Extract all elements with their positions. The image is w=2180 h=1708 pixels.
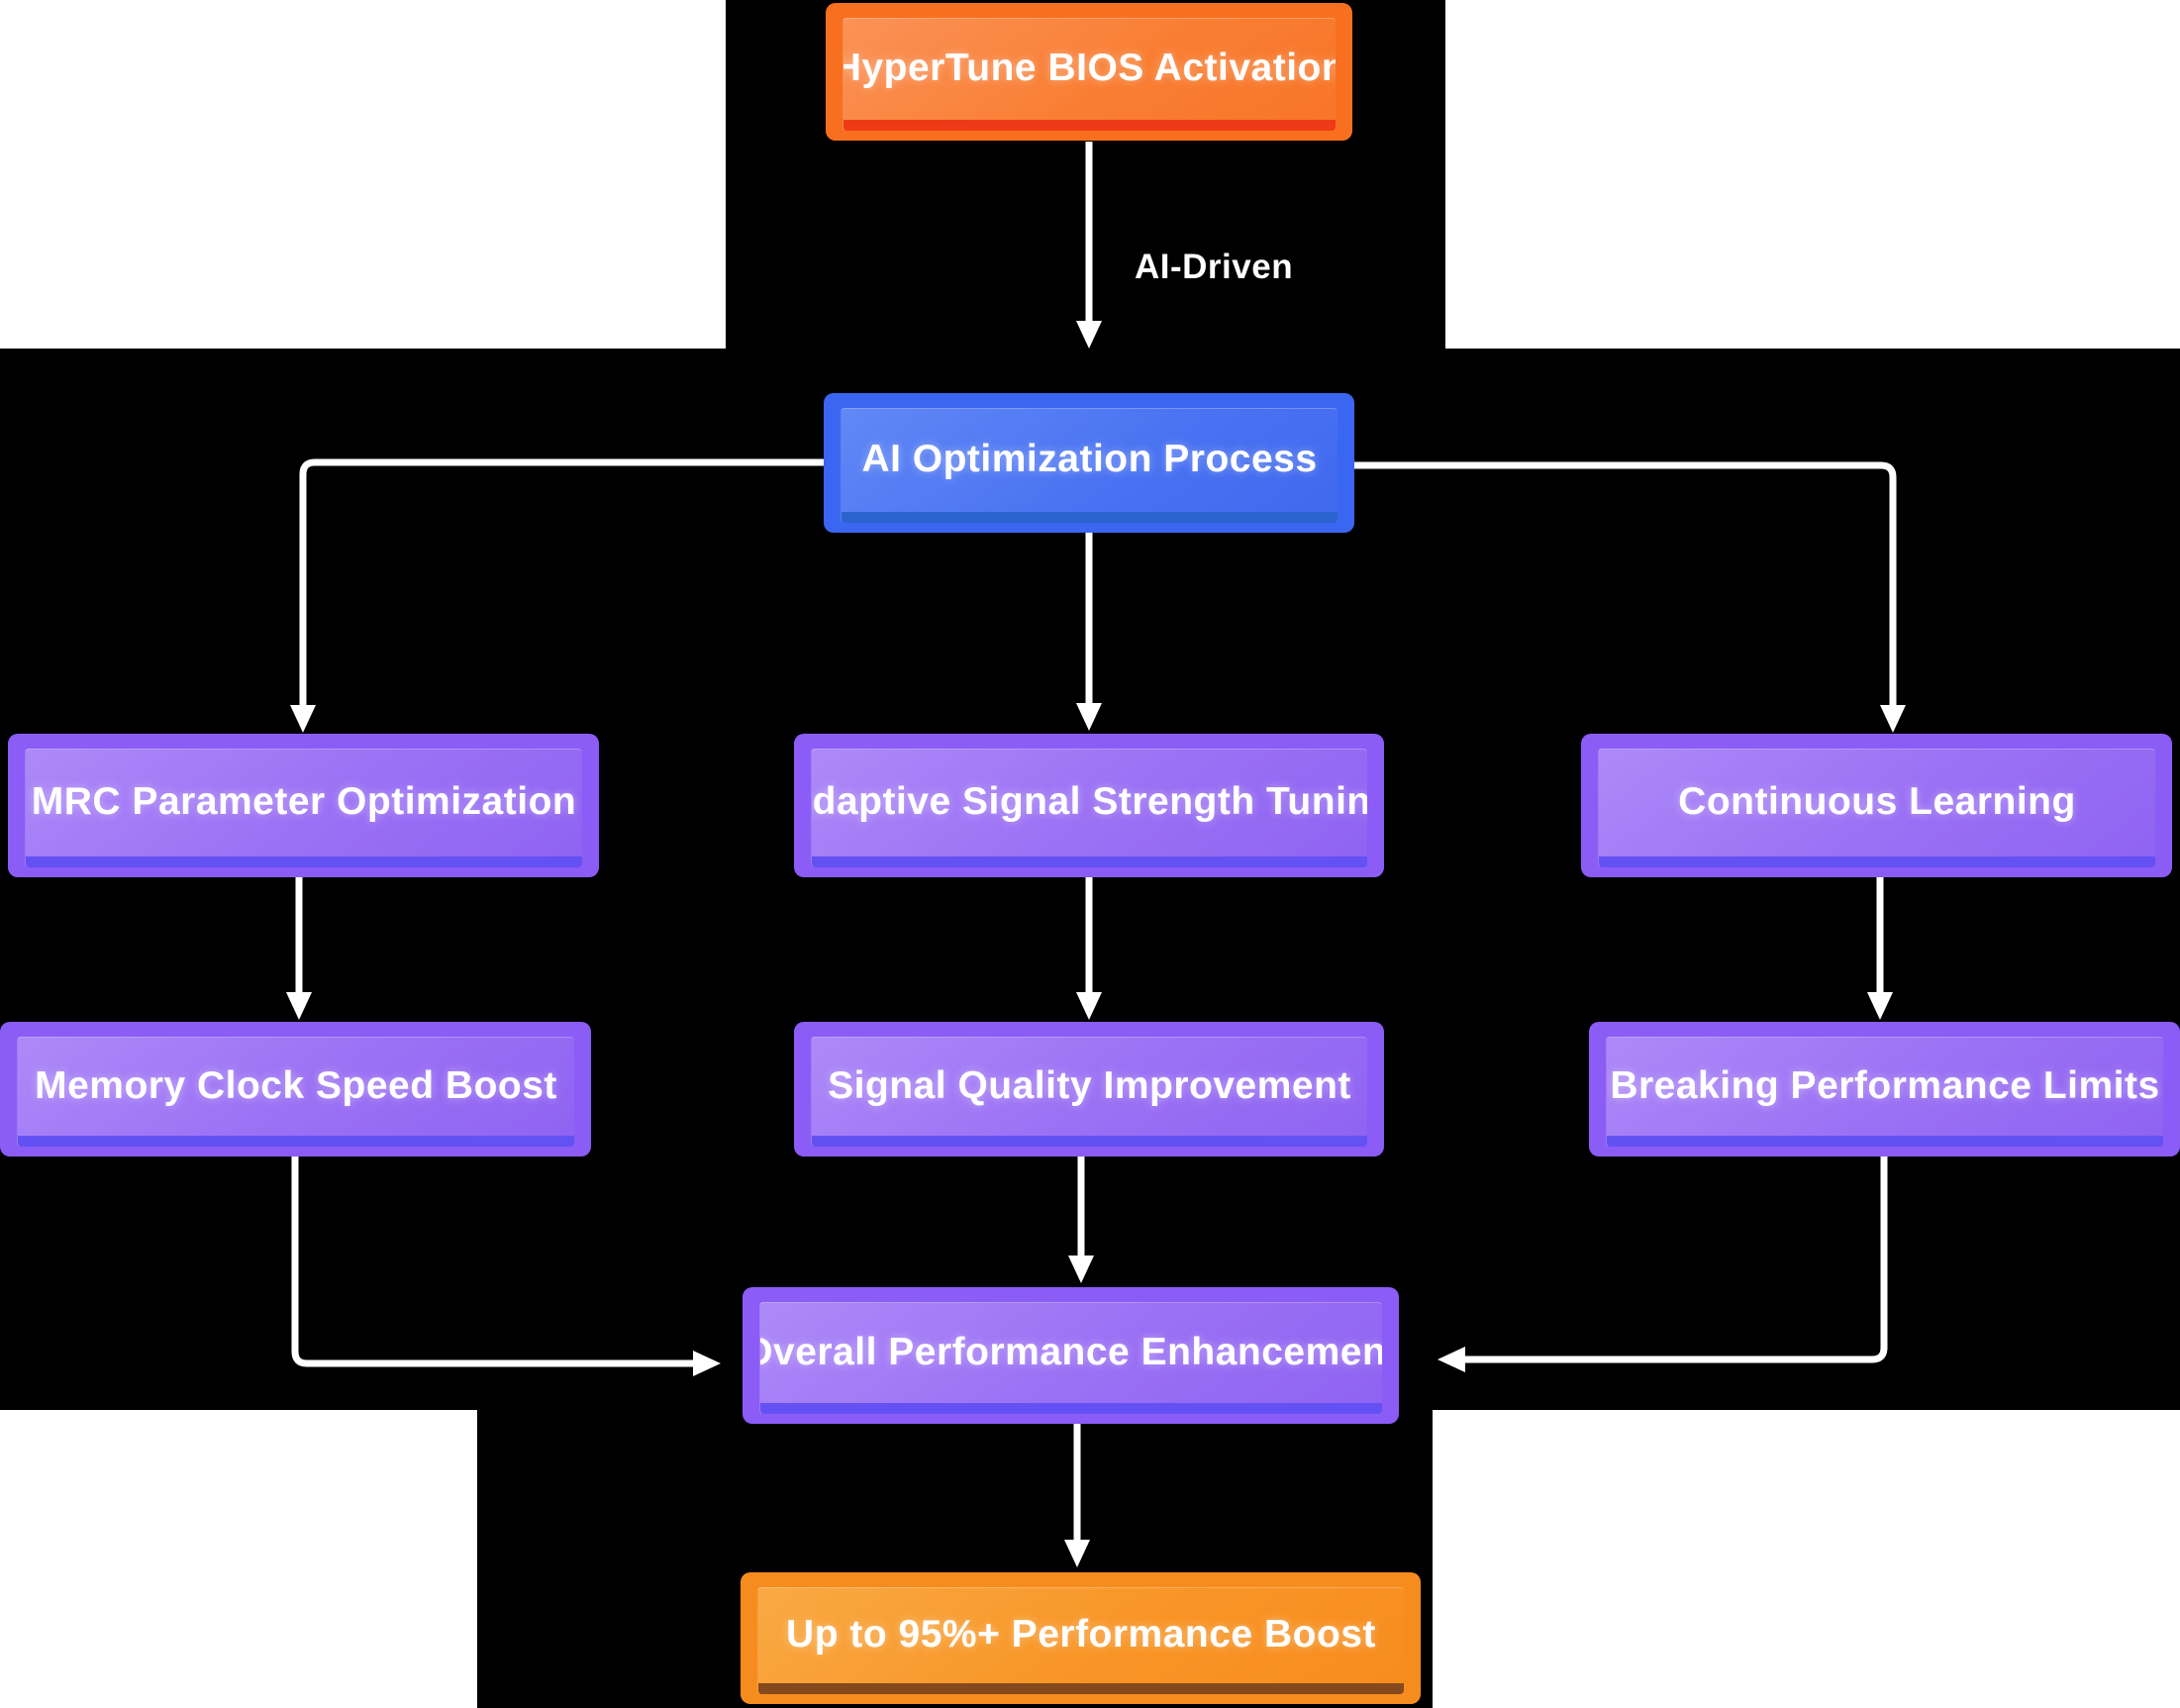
arrowhead-bios-to-aiopt xyxy=(1076,321,1102,349)
arrowhead-continuous-to-breaking xyxy=(1867,992,1893,1020)
node-overall-performance-enhancement: Overall Performance Enhancement xyxy=(743,1287,1399,1424)
arrow-aiopt-to-continuous xyxy=(1354,461,1897,705)
node-accent-strip xyxy=(812,856,1367,867)
node-inner: Memory Clock Speed Boost xyxy=(17,1037,574,1147)
node-breaking-performance-limits: Breaking Performance Limits xyxy=(1589,1022,2180,1156)
node-continuous-learning: Continuous Learning xyxy=(1581,734,2172,877)
arrowhead-mrc-to-memory xyxy=(286,992,312,1020)
node-inner: MRC Parameter Optimization xyxy=(25,749,582,867)
node-label: Overall Performance Enhancement xyxy=(759,1330,1382,1373)
node-adaptive-signal-strength-tuning: Adaptive Signal Strength Tuning xyxy=(794,734,1384,877)
arrowhead-breaking-to-overall xyxy=(1437,1347,1465,1372)
node-label: MRC Parameter Optimization xyxy=(31,780,577,824)
node-accent-strip xyxy=(842,512,1338,523)
arrowhead-aiopt-to-continuous xyxy=(1880,705,1906,733)
node-hypertune-bios-activation: HyperTune BIOS Activation xyxy=(826,3,1352,141)
node-label: Memory Clock Speed Boost xyxy=(35,1063,557,1107)
node-label: Adaptive Signal Strength Tuning xyxy=(811,780,1367,824)
node-memory-clock-speed-boost: Memory Clock Speed Boost xyxy=(0,1022,591,1156)
arrowhead-adaptive-to-signal xyxy=(1076,992,1102,1020)
node-inner: Overall Performance Enhancement xyxy=(759,1302,1382,1414)
arrowhead-memory-to-overall xyxy=(693,1351,721,1376)
node-mrc-parameter-optimization: MRC Parameter Optimization xyxy=(8,734,599,877)
node-label: Up to 95%+ Performance Boost xyxy=(786,1613,1376,1657)
node-label: AI Optimization Process xyxy=(861,438,1318,481)
node-label: Continuous Learning xyxy=(1678,780,2076,824)
arrow-memory-to-overall xyxy=(291,1156,695,1367)
node-label: Signal Quality Improvement xyxy=(828,1063,1351,1107)
node-inner: HyperTune BIOS Activation xyxy=(842,18,1336,131)
arrow-breaking-to-overall xyxy=(1463,1156,1888,1363)
node-accent-strip xyxy=(758,1683,1404,1694)
arrowhead-aiopt-to-mrc xyxy=(290,705,316,733)
node-up-to-95-performance-boost: Up to 95%+ Performance Boost xyxy=(741,1572,1421,1704)
arrowhead-aiopt-to-adaptive xyxy=(1076,703,1102,731)
node-accent-strip xyxy=(812,1136,1367,1147)
node-label: Breaking Performance Limits xyxy=(1610,1063,2160,1107)
arrowhead-overall-to-boost xyxy=(1064,1540,1090,1567)
node-accent-strip xyxy=(843,120,1336,131)
node-accent-strip xyxy=(26,856,582,867)
arrow-aiopt-to-mrc xyxy=(299,458,824,705)
edge-label-ai-driven: AI-Driven xyxy=(1135,248,1294,286)
node-label: HyperTune BIOS Activation xyxy=(842,47,1336,90)
node-ai-optimization-process: AI Optimization Process xyxy=(824,393,1354,533)
node-signal-quality-improvement: Signal Quality Improvement xyxy=(794,1022,1384,1156)
node-accent-strip xyxy=(760,1403,1382,1414)
node-inner: Signal Quality Improvement xyxy=(811,1037,1367,1147)
node-accent-strip xyxy=(1599,856,2155,867)
arrowhead-signal-to-overall xyxy=(1068,1256,1094,1283)
node-accent-strip xyxy=(18,1136,574,1147)
node-inner: Adaptive Signal Strength Tuning xyxy=(811,749,1367,867)
node-accent-strip xyxy=(1607,1136,2163,1147)
node-inner: Breaking Performance Limits xyxy=(1606,1037,2163,1147)
node-inner: Up to 95%+ Performance Boost xyxy=(757,1587,1404,1694)
node-inner: AI Optimization Process xyxy=(841,408,1338,523)
node-inner: Continuous Learning xyxy=(1598,749,2155,867)
